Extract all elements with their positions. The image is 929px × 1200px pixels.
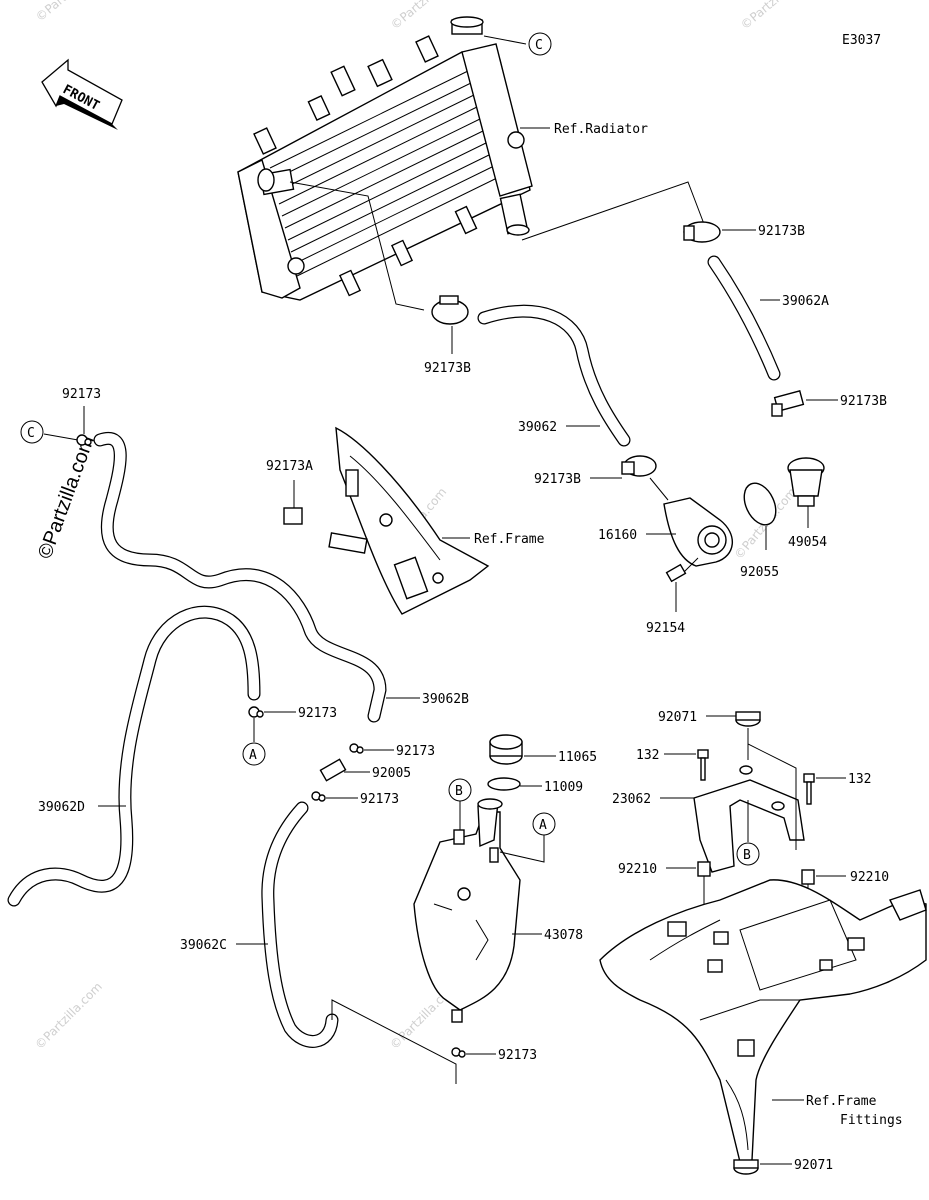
- label-92173B-b: 92173B: [424, 361, 471, 376]
- hose-39062C: [261, 801, 339, 1048]
- label-39062C: 39062C: [180, 938, 227, 953]
- clip-92173-a: [248, 706, 264, 718]
- bolt-92154: [665, 557, 699, 583]
- clamp-92173B-d: [621, 455, 657, 477]
- label-92173B-a: 92173B: [758, 224, 805, 239]
- callout-c-top-label: C: [535, 38, 543, 53]
- gasket-11009: [487, 777, 521, 791]
- grommet-92071-top: [735, 711, 761, 727]
- joint-92005: [319, 758, 347, 782]
- callout-b-bracket-label: B: [743, 848, 751, 863]
- ref-radiator-label: Ref.Radiator: [554, 122, 648, 137]
- label-132-right: 132: [848, 772, 871, 787]
- label-11009: 11009: [544, 780, 583, 795]
- callout-c-left: [20, 420, 44, 444]
- ref-frame-fittings-label-2: Fittings: [840, 1113, 903, 1128]
- label-16160: 16160: [598, 528, 637, 543]
- callout-c-top: [528, 32, 552, 56]
- label-132-left: 132: [636, 748, 659, 763]
- label-43078: 43078: [544, 928, 583, 943]
- label-92005: 92005: [372, 766, 411, 781]
- label-39062D: 39062D: [38, 800, 85, 815]
- label-11065: 11065: [558, 750, 597, 765]
- frame-section: [328, 426, 490, 615]
- label-39062: 39062: [518, 420, 557, 435]
- callout-b-tank-label: B: [455, 784, 463, 799]
- hose-39062A: [707, 255, 781, 381]
- frame-fittings: [599, 879, 927, 1163]
- callout-b-bracket: [736, 842, 760, 866]
- watermark-1: ©Partzilla.com: [33, 0, 110, 24]
- reservoir-tank: [413, 798, 521, 1023]
- clamp-92173B-b: [431, 295, 469, 325]
- clip-92173-top: [76, 434, 92, 446]
- label-39062A: 39062A: [782, 294, 829, 309]
- label-92173-c: 92173: [360, 792, 399, 807]
- label-92154: 92154: [646, 621, 685, 636]
- clamp-92173B-c: [771, 390, 805, 417]
- bolt-132-left: [697, 749, 709, 781]
- collar-92210-left: [697, 861, 711, 877]
- cap-11065: [489, 734, 523, 765]
- side-watermark: ©Partzilla.com: [34, 433, 99, 562]
- watermark-3: ©Partzilla.com: [738, 0, 815, 32]
- label-92173A: 92173A: [266, 459, 313, 474]
- callout-a-tank-label: A: [539, 818, 547, 833]
- label-92173-a: 92173: [298, 706, 337, 721]
- bolt-132-right: [803, 773, 815, 805]
- label-49054: 49054: [788, 535, 827, 550]
- label-92071-bottom: 92071: [794, 1158, 833, 1173]
- label-92055: 92055: [740, 565, 779, 580]
- callout-a-left: [242, 742, 266, 766]
- label-39062B: 39062B: [422, 692, 469, 707]
- clip-92173-c: [311, 791, 326, 802]
- label-92210-left: 92210: [618, 862, 657, 877]
- grommet-92071-bottom: [733, 1159, 759, 1175]
- thermostat-housing: [649, 477, 734, 567]
- collar-92210-right: [801, 869, 815, 885]
- diagram-code: E3037: [842, 33, 881, 48]
- ref-frame-fittings-label-1: Ref.Frame: [806, 1094, 877, 1109]
- thermostat-49054: [787, 457, 825, 507]
- hose-39062D: [7, 605, 261, 907]
- clamp-92173B-a: [683, 221, 721, 243]
- clip-92173-b: [349, 743, 364, 754]
- label-92173-b: 92173: [396, 744, 435, 759]
- label-92071-top: 92071: [658, 710, 697, 725]
- hose-39062B: [93, 432, 387, 723]
- label-23062: 23062: [612, 792, 651, 807]
- label-92210-right: 92210: [850, 870, 889, 885]
- label-92173-d: 92173: [498, 1048, 537, 1063]
- clip-92173A: [283, 507, 303, 525]
- watermark-6: ©Partzilla.com: [32, 979, 105, 1052]
- callout-c-left-label: C: [27, 426, 35, 441]
- o-ring-92055: [743, 482, 777, 526]
- callout-a-left-label: A: [249, 748, 257, 763]
- label-92173-top: 92173: [62, 387, 101, 402]
- ref-frame-label: Ref.Frame: [474, 532, 545, 547]
- label-92173B-c: 92173B: [840, 394, 887, 409]
- label-92173B-d: 92173B: [534, 472, 581, 487]
- hose-39062: [477, 304, 631, 447]
- front-arrow-icon: FRONT: [41, 58, 123, 130]
- radiator: [237, 16, 533, 301]
- clip-92173-d: [451, 1047, 466, 1058]
